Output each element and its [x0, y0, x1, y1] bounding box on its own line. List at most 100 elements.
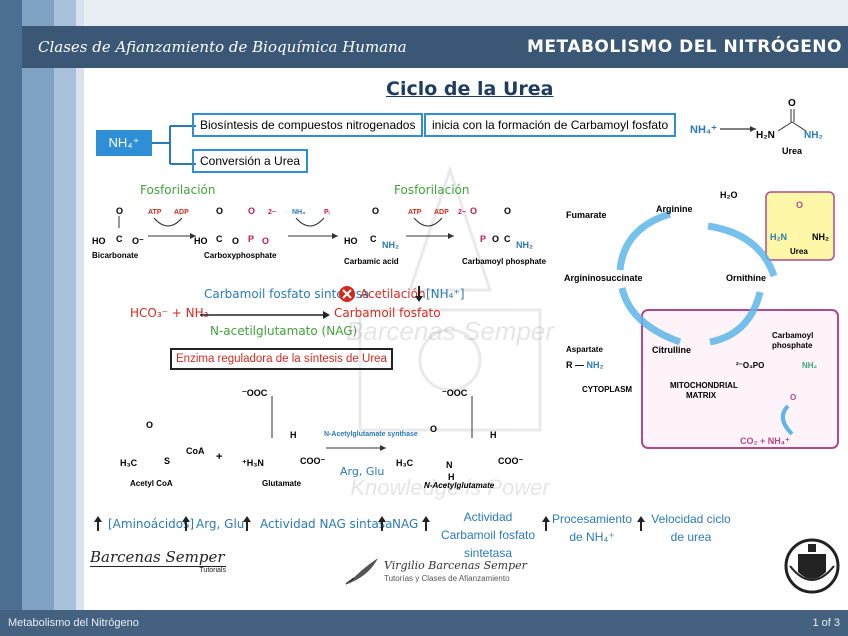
up-arrow-icon-2 [182, 516, 190, 531]
enzyme-label: Carbamoil fosfato sintetasa [204, 287, 370, 301]
footer-left: Metabolismo del Nitrógeno [8, 617, 139, 629]
carbamoyl-phosphate-label: Carbamoyl phosphate [462, 257, 547, 266]
cycle-arrows [616, 210, 778, 346]
svg-text:⁻OOC: ⁻OOC [442, 388, 468, 398]
svg-text:H: H [290, 430, 297, 440]
footer-page: 1 of 3 [812, 617, 840, 629]
left-stripe-light [54, 0, 76, 610]
up-arrow-icon-3 [243, 516, 251, 531]
acetylation-label: Acetilación [360, 287, 426, 301]
urea-o: O [788, 98, 796, 109]
crest-logo-icon [784, 538, 840, 594]
up-arrow-icon-6 [542, 516, 550, 531]
down-arrow-icon [415, 286, 423, 302]
branch-biosynthesis-note: inicia con la formación de Carbamoyl fos… [424, 113, 677, 137]
carbamoyl-o: O [790, 393, 796, 402]
adp-label-2: ADP [434, 209, 449, 216]
cycle-urea: Urea [790, 247, 808, 256]
svg-text:NH₂: NH₂ [382, 240, 399, 250]
svg-text:C: C [216, 234, 223, 244]
cycle-citrulline: Citrulline [652, 345, 691, 355]
brand-center-sub: Tutorías y Clases de Afianzamiento [384, 574, 510, 583]
brand-left-logo: Barcenas Semper Tutorials [90, 548, 226, 588]
svg-text:C: C [370, 234, 377, 244]
acetyl-coa-structure: O H₃C S CoA [120, 420, 205, 468]
carbamic-acid-label: Carbamic acid [344, 257, 399, 266]
reactants-label: HCO₃⁻ + NH₃ [130, 306, 209, 320]
svg-text:C: C [116, 234, 123, 244]
brand-left-name: Barcenas Semper [90, 548, 226, 567]
svg-text:H: H [448, 472, 455, 482]
quill-icon [345, 558, 378, 585]
left-stripe-mid [22, 0, 54, 610]
svg-text:O: O [504, 206, 511, 216]
cycle-carbamoyl-1: Carbamoyl [772, 331, 813, 340]
atp-label-2: ATP [408, 209, 422, 216]
svg-text:O: O [248, 206, 255, 216]
phosphorylation-1: Fosforilación [140, 183, 216, 197]
svg-text:NH₂: NH₂ [516, 240, 533, 250]
activator-label: N-acetilglutamato (NAG) [210, 324, 358, 338]
aspartate-r-nh2: R — NH₂ [566, 360, 604, 370]
item-aminoacidos: [Aminoácidos] [108, 517, 195, 531]
cycle-carbamoyl-2: phosphate [772, 341, 813, 350]
svg-text:O: O [116, 206, 123, 216]
watermark-text-2: Knowledge is Power [350, 475, 551, 500]
left-stripe-dark [0, 0, 22, 610]
bicarbonate-label: Bicarbonate [92, 251, 139, 260]
slide-header: Clases de Afianzamiento de Bioquímica Hu… [22, 26, 848, 68]
plus-sign: + [216, 451, 222, 463]
adp-label-1: ADP [174, 209, 189, 216]
up-arrow-icon-5 [422, 516, 430, 531]
svg-text:O: O [492, 234, 499, 244]
carboxyphosphate-structure: O O HO C O P O 2− [194, 206, 276, 246]
svg-text:O⁻: O⁻ [132, 236, 144, 246]
nh4-box: NH₄⁺ [96, 130, 152, 156]
watermark-text-1: Barcenas Semper [346, 316, 555, 346]
footer-bar: Metabolismo del Nitrógeno 1 of 3 [0, 610, 848, 636]
svg-text:P: P [480, 234, 486, 244]
cycle-h2o: H₂O [720, 190, 738, 200]
svg-text:O: O [470, 206, 477, 216]
svg-text:O: O [262, 236, 269, 246]
course-title: Clases de Afianzamiento de Bioquímica Hu… [38, 38, 407, 56]
svg-text:N: N [446, 460, 453, 470]
svg-text:H: H [490, 430, 497, 440]
watermark: Barcenas Semper Knowledge is Power [346, 165, 555, 500]
item-arg-glu: Arg, Glu [196, 517, 245, 531]
nh4-bracket-label: [NH₄⁺] [426, 287, 465, 301]
svg-text:O: O [216, 206, 223, 216]
svg-text:2−: 2− [268, 209, 276, 216]
nh3-label: NH₃ [292, 209, 305, 216]
svg-text:HO: HO [194, 236, 208, 246]
svg-text:HO: HO [92, 236, 106, 246]
slide-top-band [84, 0, 848, 26]
svg-text:2−: 2− [458, 209, 466, 216]
svg-text:S: S [164, 456, 170, 466]
urea-h2n-group: H₂N [770, 232, 787, 242]
phosphorylation-2: Fosforilación [394, 183, 470, 197]
svg-text:C: C [504, 234, 511, 244]
cycle-co2-nh4: CO₂ + NH₄⁺ [740, 436, 790, 446]
regulator-box: Enzima reguladora de la síntesis de Urea [170, 348, 393, 370]
slide-canvas [84, 0, 848, 610]
item-cps-activity: Actividad Carbamoil fosfato sintetasa [440, 510, 536, 560]
svg-text:O: O [372, 206, 379, 216]
cycle-mito-1: MITOCHONDRIAL [670, 381, 738, 390]
product-label: Carbamoil fosfato [334, 306, 441, 320]
cycle-fumarate: Fumarate [566, 210, 607, 220]
co2-arrow [780, 404, 794, 436]
acetyl-coa-label: Acetyl CoA [130, 479, 173, 488]
svg-text:O: O [232, 236, 239, 246]
cycle-arginine: Arginine [656, 204, 693, 214]
carboxyphosphate-label: Carboxyphosphate [204, 251, 277, 260]
nh4-small-label: NH₄⁺ [690, 124, 717, 136]
nag-synthesis-scheme: O H₃C S CoA Acetyl CoA + ⁻OOC H ⁺H₃N COO… [120, 388, 524, 490]
reaction-arrow [200, 311, 330, 319]
carbamoyl-po3: ²⁻O₃PO [736, 361, 764, 370]
urea-highlight-box [765, 191, 835, 261]
tree-lines [152, 125, 196, 165]
item-nag-sintasa: Actividad NAG sintasa [260, 517, 393, 531]
topic-title: Metabolismo del Nitrógeno [527, 37, 842, 57]
svg-text:⁺H₃N: ⁺H₃N [242, 458, 264, 468]
